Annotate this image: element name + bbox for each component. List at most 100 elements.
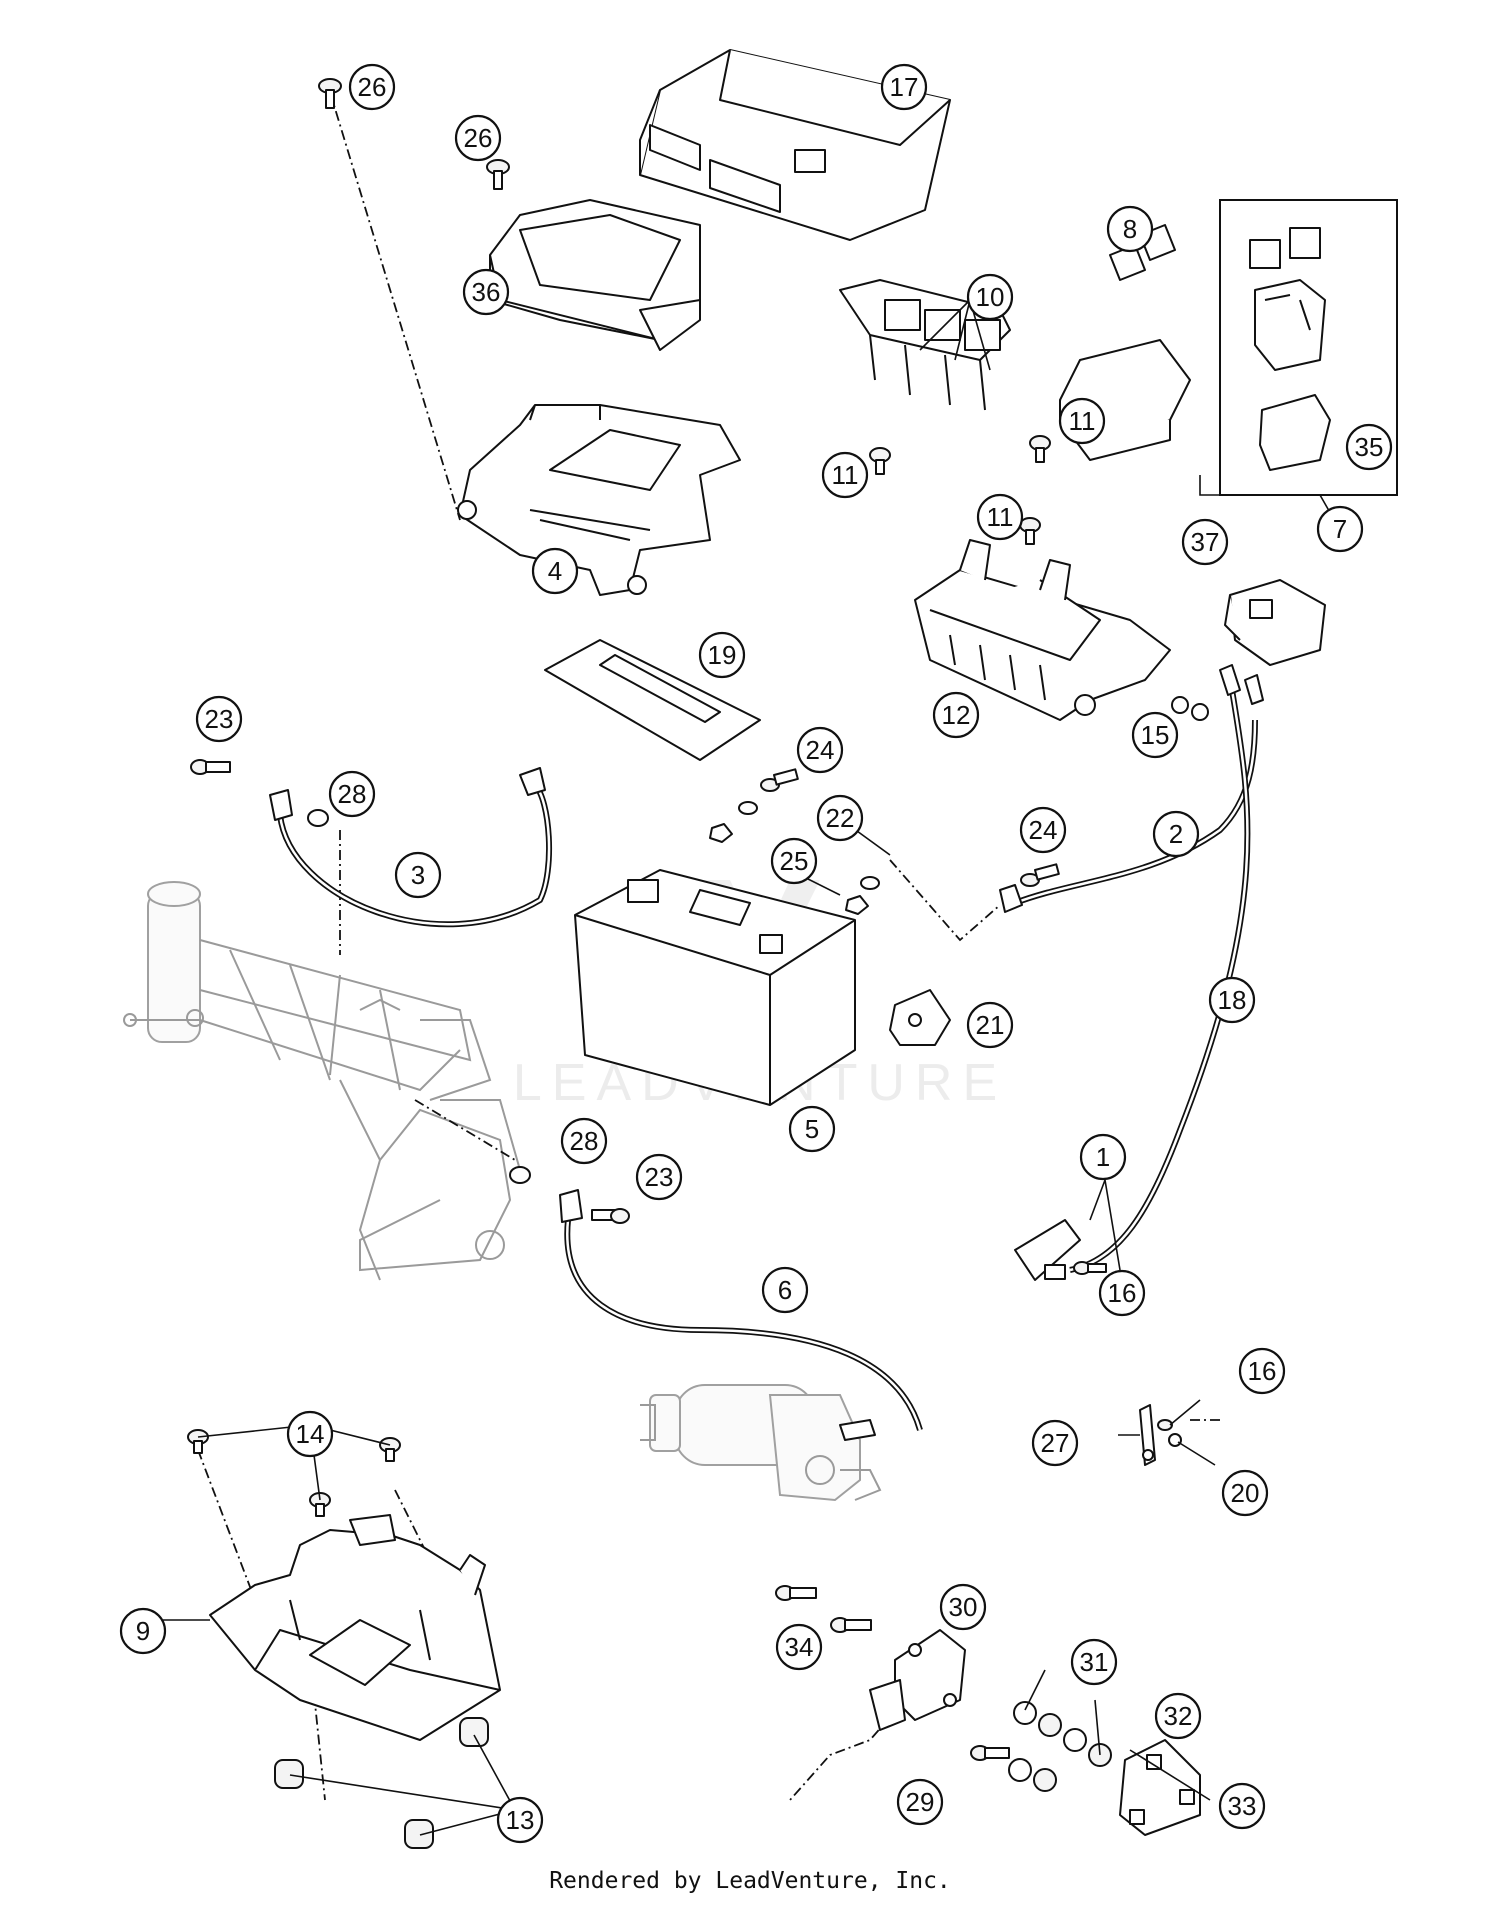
callout-11-left: 11 <box>821 451 869 499</box>
bolt-24-top <box>760 768 799 792</box>
svg-text:13: 13 <box>506 1805 535 1835</box>
svg-text:5: 5 <box>805 1114 819 1144</box>
svg-text:32: 32 <box>1164 1701 1193 1731</box>
bolt-23-top <box>190 759 231 775</box>
screw-11-lower <box>1019 517 1041 545</box>
starter-motor-ghost <box>640 1384 882 1502</box>
callout-1: 1 <box>1079 1133 1127 1181</box>
svg-text:37: 37 <box>1191 527 1220 557</box>
callout-37: 37 <box>1181 518 1229 566</box>
cable-6 <box>559 1189 923 1441</box>
bolt-16-cable <box>1073 1261 1107 1275</box>
callout-36: 36 <box>462 268 510 316</box>
svg-text:26: 26 <box>358 72 387 102</box>
bolts-14 <box>187 1429 401 1517</box>
callout-21: 21 <box>966 1001 1014 1049</box>
svg-text:28: 28 <box>338 779 367 809</box>
callout-11-lower: 11 <box>976 493 1024 541</box>
callout-19: 19 <box>698 631 746 679</box>
callout-18: 18 <box>1208 976 1256 1024</box>
svg-text:1: 1 <box>1096 1142 1110 1172</box>
svg-text:23: 23 <box>205 704 234 734</box>
callout-28-lower: 28 <box>560 1117 608 1165</box>
washer-28-lower <box>509 1166 531 1184</box>
callout-10: 10 <box>966 273 1014 321</box>
svg-text:24: 24 <box>1029 815 1058 845</box>
washer-22 <box>738 801 880 890</box>
callout-30: 30 <box>939 1583 987 1631</box>
screw-11-left <box>869 447 891 475</box>
callout-32: 32 <box>1154 1692 1202 1740</box>
ecu-unit <box>639 49 951 241</box>
nuts-15 <box>1171 696 1209 721</box>
svg-text:29: 29 <box>906 1787 935 1817</box>
svg-text:31: 31 <box>1080 1647 1109 1677</box>
svg-text:34: 34 <box>785 1632 814 1662</box>
callout-31: 31 <box>1070 1638 1118 1686</box>
callout-16-lower: 16 <box>1238 1347 1286 1395</box>
callout-33: 33 <box>1218 1782 1266 1830</box>
footer-credit: Rendered by LeadVenture, Inc. <box>549 1868 951 1894</box>
callout-3: 3 <box>394 851 442 899</box>
cable-3 <box>269 767 553 928</box>
callouts: 26 26 17 36 8 10 11 11 11 35 37 4 7 19 1… <box>119 63 1393 1844</box>
svg-text:3: 3 <box>411 860 425 890</box>
callout-6: 6 <box>761 1266 809 1314</box>
callout-25: 25 <box>770 837 818 885</box>
cable-2 <box>999 719 1258 913</box>
svg-text:16: 16 <box>1108 1278 1137 1308</box>
svg-text:20: 20 <box>1231 1478 1260 1508</box>
callout-27: 27 <box>1031 1419 1079 1467</box>
svg-text:6: 6 <box>778 1275 792 1305</box>
bolt-23-lower <box>591 1208 630 1224</box>
callout-7: 7 <box>1316 505 1364 553</box>
svg-text:4: 4 <box>548 556 562 586</box>
callout-5: 5 <box>788 1105 836 1153</box>
bracket-27 <box>1139 1404 1182 1466</box>
callout-13: 13 <box>496 1796 544 1844</box>
callout-34: 34 <box>775 1623 823 1671</box>
svg-text:36: 36 <box>472 277 501 307</box>
svg-text:14: 14 <box>296 1419 325 1449</box>
washer-28-top <box>307 809 329 827</box>
callout-23-lower: 23 <box>635 1153 683 1201</box>
callout-17: 17 <box>880 63 928 111</box>
starter-relay <box>1224 579 1326 666</box>
screw-26-mid <box>486 159 510 190</box>
svg-text:12: 12 <box>942 700 971 730</box>
callout-24-mid: 24 <box>1019 806 1067 854</box>
svg-text:16: 16 <box>1248 1356 1277 1386</box>
svg-text:9: 9 <box>136 1616 150 1646</box>
svg-text:27: 27 <box>1041 1428 1070 1458</box>
svg-text:23: 23 <box>645 1162 674 1192</box>
sensor-30 <box>869 1629 966 1731</box>
callout-24-top: 24 <box>796 726 844 774</box>
rubber-pad <box>544 639 761 761</box>
battery <box>574 869 856 1106</box>
callout-23-top: 23 <box>195 695 243 743</box>
bolts-34 <box>775 1585 872 1633</box>
nut-25 <box>709 823 869 915</box>
electrical-tray <box>914 539 1171 721</box>
leader-lines <box>163 299 1341 1836</box>
grommets-31-32 <box>1008 1701 1112 1792</box>
svg-text:25: 25 <box>780 846 809 876</box>
ecu-holder <box>489 199 701 351</box>
callout-12: 12 <box>932 691 980 739</box>
callout-14: 14 <box>286 1410 334 1458</box>
fuse-pair <box>1109 224 1176 281</box>
svg-text:21: 21 <box>976 1010 1005 1040</box>
svg-text:11: 11 <box>987 502 1014 532</box>
svg-text:15: 15 <box>1141 720 1170 750</box>
svg-text:2: 2 <box>1169 819 1183 849</box>
ecu-bracket <box>457 404 741 596</box>
svg-text:10: 10 <box>976 282 1005 312</box>
svg-text:11: 11 <box>1069 406 1096 436</box>
svg-text:18: 18 <box>1218 985 1247 1015</box>
callout-2: 2 <box>1152 810 1200 858</box>
callout-8: 8 <box>1106 205 1154 253</box>
callout-9: 9 <box>119 1607 167 1655</box>
callout-29: 29 <box>896 1778 944 1826</box>
svg-text:33: 33 <box>1228 1791 1257 1821</box>
